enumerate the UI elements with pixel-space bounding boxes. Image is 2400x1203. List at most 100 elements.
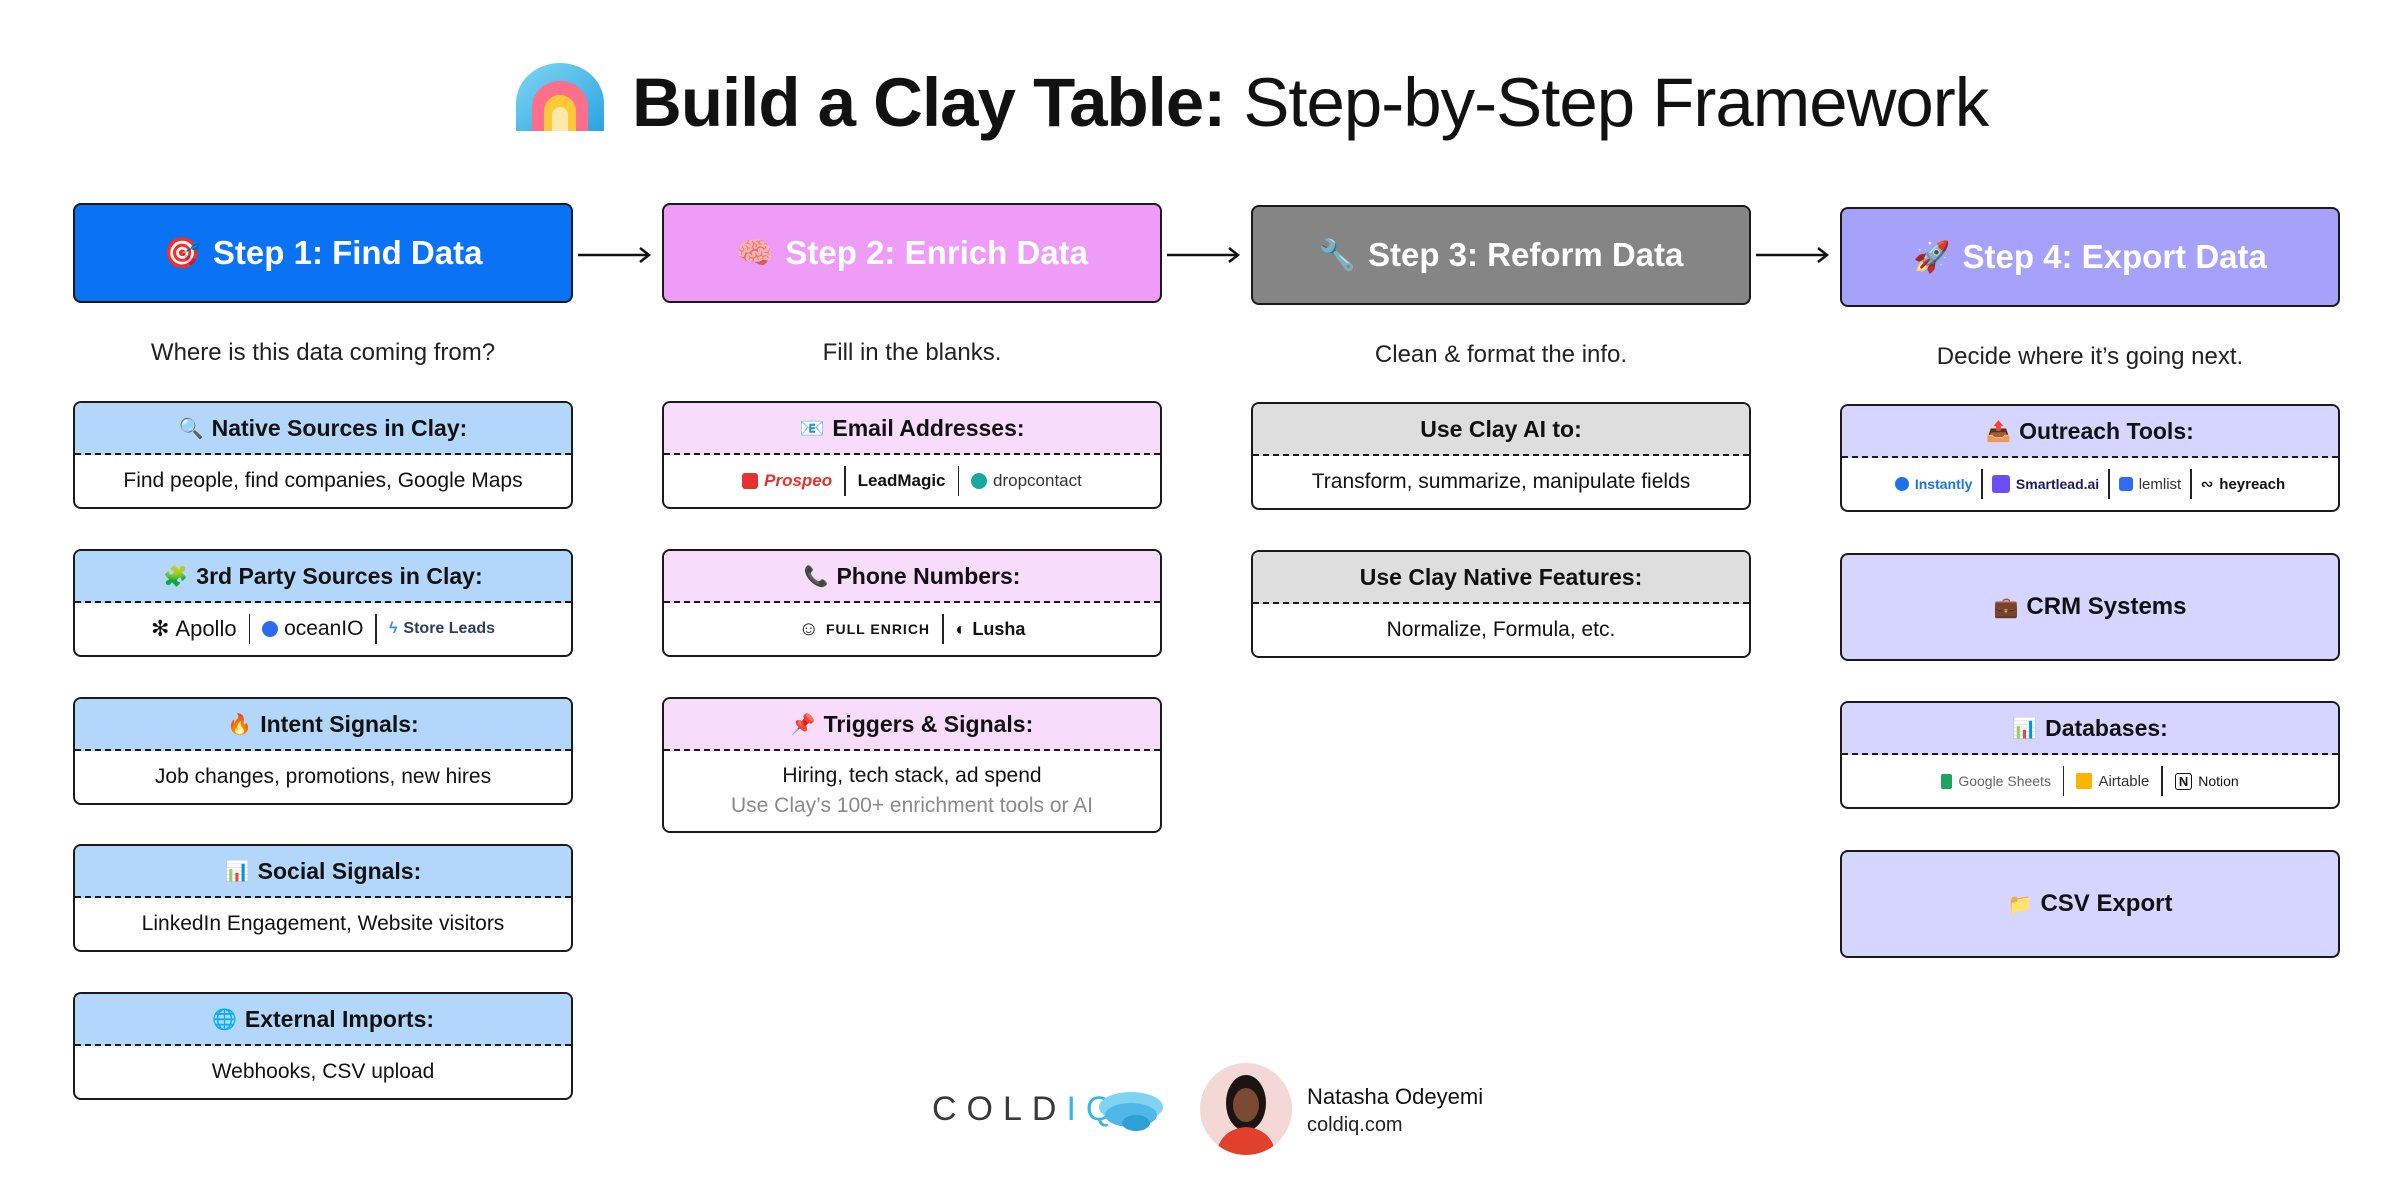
card-title: Use Clay AI to:: [1420, 415, 1582, 442]
card-title: External Imports:: [244, 1005, 435, 1032]
page-title: Build a Clay Table: Step-by-Step Framewo…: [632, 63, 1989, 142]
divider: [248, 614, 251, 644]
card-header: 📧 Email Addresses:: [664, 403, 1160, 455]
coldiq-logo: COLDIQ: [932, 1090, 1123, 1128]
card-header: Use Clay Native Features:: [1253, 552, 1749, 604]
card-text: Normalize, Formula, etc.: [1386, 618, 1616, 641]
apollo-logo: ✻Apollo: [150, 616, 237, 641]
clay-ai-card: Use Clay AI to: Transform, summarize, ma…: [1251, 402, 1751, 510]
card-text: Job changes, promotions, new hires: [154, 765, 492, 788]
card-header: 📤 Outreach Tools:: [1842, 406, 2338, 458]
email-addresses-card: 📧 Email Addresses: Prospeo LeadMagic dro…: [662, 401, 1162, 509]
fullenrich-logo: ☺FULL ENRICH: [798, 617, 931, 640]
outreach-tools-card: 📤 Outreach Tools: Instantly Smartlead.ai…: [1840, 404, 2340, 512]
outbox-icon: 📤: [1986, 420, 2012, 443]
bar-chart-icon: 📊: [2012, 717, 2038, 740]
logo-row: Instantly Smartlead.ai lemlist ∾heyreach: [1886, 469, 2294, 499]
card-title: Triggers & Signals:: [823, 710, 1034, 737]
lightning-icon: ϟ: [388, 620, 398, 637]
card-header: 🔍 Native Sources in Clay:: [75, 403, 571, 455]
apollo-icon: ✻: [150, 616, 170, 641]
brain-icon: 🧠: [736, 236, 774, 270]
author-site: coldiq.com: [1307, 1114, 1403, 1136]
author-name: Natasha Odeyemi: [1307, 1084, 1484, 1109]
smartlead-icon: [1991, 475, 2010, 493]
card-body: Prospeo LeadMagic dropcontact: [664, 455, 1160, 507]
leadmagic-logo: LeadMagic: [857, 471, 946, 490]
arrow-right-icon: [578, 247, 652, 263]
briefcase-icon: 💼: [1993, 596, 2019, 619]
social-signals-card: 📊 Social Signals: LinkedIn Engagement, W…: [73, 844, 573, 952]
divider: [1981, 469, 1983, 499]
heyreach-logo: ∾heyreach: [2200, 475, 2286, 494]
card-title: 3rd Party Sources in Clay:: [196, 562, 483, 589]
divider: [2190, 469, 2192, 499]
lusha-icon: ◐: [955, 618, 967, 639]
card-header: 🌐 External Imports:: [75, 994, 571, 1046]
crm-systems-card: 💼 CRM Systems: [1840, 553, 2340, 661]
pushpin-icon: 📌: [790, 713, 816, 736]
arrow-right-icon: [1756, 247, 1830, 263]
card-body: Instantly Smartlead.ai lemlist ∾heyreach: [1842, 458, 2338, 510]
instantly-logo: Instantly: [1886, 476, 1982, 492]
prospeo-icon: [742, 473, 759, 489]
card-body: Transform, summarize, manipulate fields: [1253, 456, 1749, 508]
airtable-icon: [2076, 773, 2093, 789]
divider: [2062, 766, 2065, 796]
wrench-icon: 🔧: [1318, 238, 1356, 272]
envelope-icon: 📧: [799, 417, 825, 440]
intent-signals-card: 🔥 Intent Signals: Job changes, promotion…: [73, 697, 573, 805]
clay-logo-icon: [516, 63, 604, 131]
lemlist-logo: lemlist: [2110, 476, 2191, 493]
card-text: Hiring, tech stack, ad spend: [782, 764, 1042, 787]
card-body: LinkedIn Engagement, Website visitors: [75, 898, 571, 950]
card-header: 📊 Databases:: [1842, 703, 2338, 755]
third-party-sources-card: 🧩 3rd Party Sources in Clay: ✻Apollo oce…: [73, 549, 573, 657]
fire-icon: 🔥: [227, 713, 253, 736]
step-1-label: Step 1: Find Data: [212, 234, 483, 271]
card-title: Intent Signals:: [260, 710, 419, 737]
folder-icon: 📁: [2007, 893, 2033, 916]
magnifier-icon: 🔍: [178, 417, 204, 440]
card-title-row: 📁 CSV Export: [1842, 852, 2338, 956]
logo-row: ☺FULL ENRICH ◐Lusha: [787, 614, 1038, 644]
smiley-icon: ☺: [798, 617, 820, 640]
card-title: Email Addresses:: [832, 414, 1025, 441]
card-header: 📌 Triggers & Signals:: [664, 699, 1160, 751]
card-title: Databases:: [2045, 714, 2168, 741]
csv-export-card: 📁 CSV Export: [1840, 850, 2340, 958]
card-title: CSV Export: [2040, 890, 2173, 917]
card-note: Use Clay’s 100+ enrichment tools or AI: [730, 794, 1094, 817]
title-row: Build a Clay Table: Step-by-Step Framewo…: [0, 55, 2400, 155]
card-title: Outreach Tools:: [2019, 417, 2194, 444]
card-header: 📊 Social Signals:: [75, 846, 571, 898]
card-text: Transform, summarize, manipulate fields: [1311, 470, 1691, 493]
divider: [844, 466, 846, 496]
phone-numbers-card: 📞 Phone Numbers: ☺FULL ENRICH ◐Lusha: [662, 549, 1162, 657]
card-title: Phone Numbers:: [836, 562, 1021, 589]
card-text: LinkedIn Engagement, Website visitors: [141, 912, 505, 935]
oceanio-logo: oceanIO: [250, 617, 375, 641]
card-text: Webhooks, CSV upload: [211, 1060, 435, 1083]
card-header: 🔥 Intent Signals:: [75, 699, 571, 751]
target-icon: 🎯: [163, 236, 201, 270]
avatar: [1200, 1063, 1292, 1155]
card-text: Find people, find companies, Google Maps: [123, 469, 523, 492]
step-3-subtitle: Clean & format the info.: [1374, 341, 1628, 368]
triggers-signals-card: 📌 Triggers & Signals: Hiring, tech stack…: [662, 697, 1162, 833]
step-2-subtitle: Fill in the blanks.: [822, 339, 1002, 366]
card-title: Social Signals:: [257, 857, 422, 884]
logo-row: Prospeo LeadMagic dropcontact: [730, 466, 1094, 496]
step-1-header: 🎯 Step 1: Find Data: [73, 203, 573, 303]
puzzle-icon: 🧩: [163, 565, 189, 588]
card-body: Find people, find companies, Google Maps: [75, 455, 571, 507]
divider: [375, 614, 377, 644]
card-title: Use Clay Native Features:: [1359, 563, 1643, 590]
